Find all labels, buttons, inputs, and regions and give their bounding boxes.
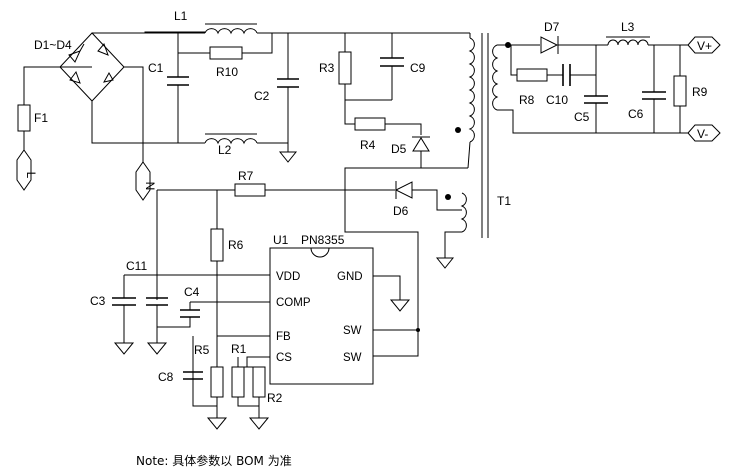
resistor-r3: [338, 51, 352, 85]
label-r7: R7: [238, 169, 254, 183]
label-c5: C5: [574, 110, 590, 124]
label-c2: C2: [254, 89, 270, 103]
pin-sw2: SW: [343, 352, 362, 364]
label-r2: R2: [267, 391, 283, 405]
label-c1: C1: [148, 61, 164, 75]
inductor-l2: [204, 138, 258, 145]
label-l1: L1: [174, 9, 188, 23]
label-r1: R1: [231, 342, 247, 356]
resistor-r9: [673, 75, 687, 107]
fuse-f1: [17, 104, 31, 132]
label-line: L: [24, 172, 38, 179]
resistor-r10: [209, 46, 243, 60]
pin-cs: CS: [276, 352, 292, 364]
resistor-r1: [231, 366, 245, 398]
label-d5: D5: [391, 142, 407, 156]
ground-symbol: [278, 151, 298, 163]
label-r8: R8: [519, 93, 535, 107]
diode-d7: [540, 36, 559, 54]
resistor-r7: [234, 183, 266, 197]
pin-fb: FB: [276, 331, 291, 343]
ground-symbol: [435, 257, 455, 269]
ground-symbol: [146, 342, 168, 355]
ground-symbol: [113, 342, 135, 355]
label-vminus: V-: [697, 127, 708, 141]
label-d7: D7: [544, 20, 560, 34]
transformer-primary: [468, 37, 475, 143]
label-l2: L2: [218, 143, 232, 157]
label-fuse: F1: [34, 111, 48, 125]
label-r9: R9: [692, 85, 708, 99]
label-r5: R5: [194, 343, 210, 357]
label-c4: C4: [184, 285, 200, 299]
inductor-l3: [607, 39, 649, 46]
resistor-r5: [210, 366, 224, 398]
ground-symbol: [248, 417, 270, 430]
label-ic-part: PN8355: [301, 233, 345, 247]
inductor-l1: [204, 28, 258, 35]
resistor-r2: [252, 366, 266, 398]
label-r3: R3: [319, 61, 335, 75]
pin-sw1: SW: [343, 325, 362, 337]
label-r4: R4: [360, 138, 376, 152]
label-r6: R6: [228, 238, 244, 252]
pin-vdd: VDD: [276, 271, 300, 283]
line-terminal: [16, 149, 32, 191]
label-c9: C9: [410, 61, 426, 75]
ground-symbol: [206, 417, 228, 430]
label-vplus: V+: [697, 39, 712, 53]
label-r10: R10: [216, 65, 238, 79]
label-d6: D6: [393, 204, 409, 218]
pin-gnd: GND: [337, 271, 363, 283]
resistor-r4: [354, 117, 386, 131]
ic-u1: [269, 247, 374, 385]
label-c10: C10: [546, 93, 568, 107]
label-t1: T1: [497, 194, 511, 208]
transformer-aux-winding: [460, 192, 467, 233]
label-l3: L3: [621, 20, 635, 34]
transformer-secondary: [492, 44, 499, 111]
resistor-r8: [516, 68, 548, 82]
label-bridge: D1~D4: [34, 38, 72, 52]
label-c11: C11: [126, 259, 147, 273]
bom-note: Note: 具体参数以 BOM 为准: [136, 453, 292, 468]
vminus-terminal: [687, 124, 721, 142]
label-c6: C6: [628, 107, 644, 121]
pin-comp: COMP: [276, 297, 311, 309]
neutral-terminal: [135, 161, 151, 201]
label-u1: U1: [273, 233, 289, 247]
label-neutral: N: [143, 182, 157, 191]
ground-symbol: [389, 299, 411, 312]
vplus-terminal: [687, 36, 721, 54]
diode-d6: [394, 181, 413, 199]
label-c8: C8: [158, 370, 174, 384]
resistor-r6: [210, 228, 224, 262]
diode-d5: [412, 137, 430, 152]
label-c3: C3: [90, 294, 106, 308]
